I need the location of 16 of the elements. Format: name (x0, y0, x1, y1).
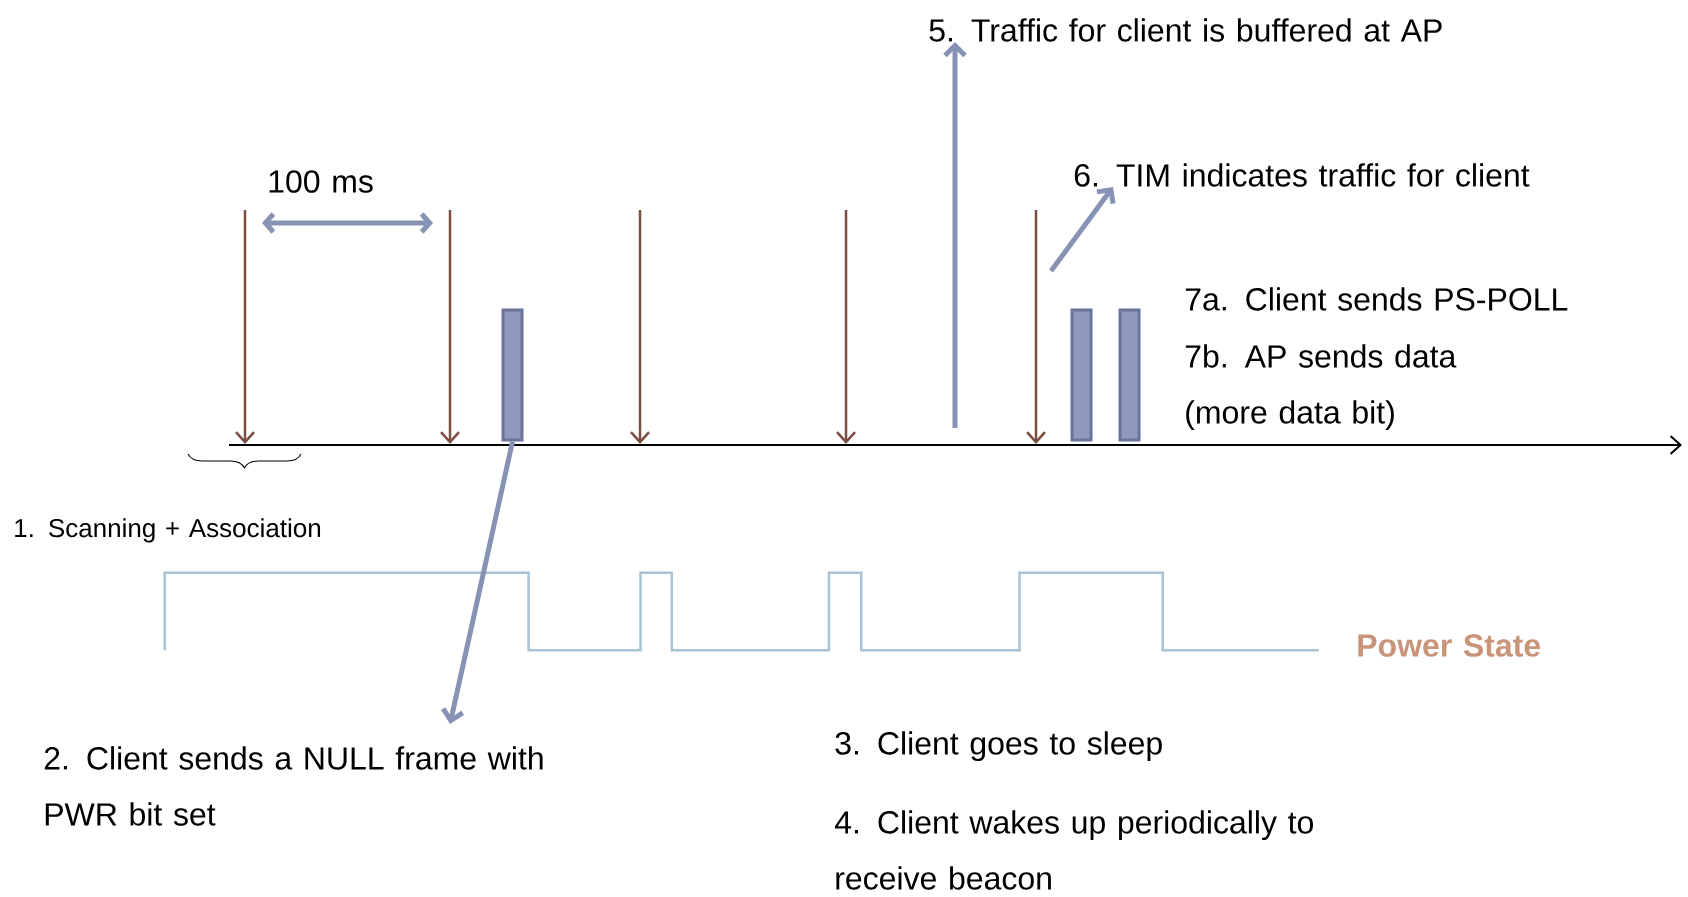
step-label: 7b. AP sends data (more data bit) (1185, 344, 1457, 430)
frame-bar (501, 308, 524, 442)
frame-bar (1118, 308, 1141, 442)
frame-bar (1070, 308, 1093, 442)
step-label: 2. Client sends a NULL frame with PWR bit set (44, 746, 543, 826)
step-label: 6. TIM indicates traffic for client (1074, 163, 1530, 187)
step-label: 7a. Client sends PS-POLL (1185, 287, 1568, 311)
arrow (1049, 186, 1116, 273)
bracket-label: 1. Scanning + Association (15, 518, 321, 543)
dimension-label: 100 ms (269, 170, 373, 193)
power-state-label: Power State (1358, 634, 1541, 657)
arrow (441, 440, 515, 724)
step-label: 4. Client wakes up periodically to receive beacon (834, 810, 1313, 890)
step-label: 5. Traffic for client is buffered at AP (929, 18, 1442, 42)
step-label: 3. Client goes to sleep (835, 731, 1162, 762)
arrow (943, 41, 967, 428)
